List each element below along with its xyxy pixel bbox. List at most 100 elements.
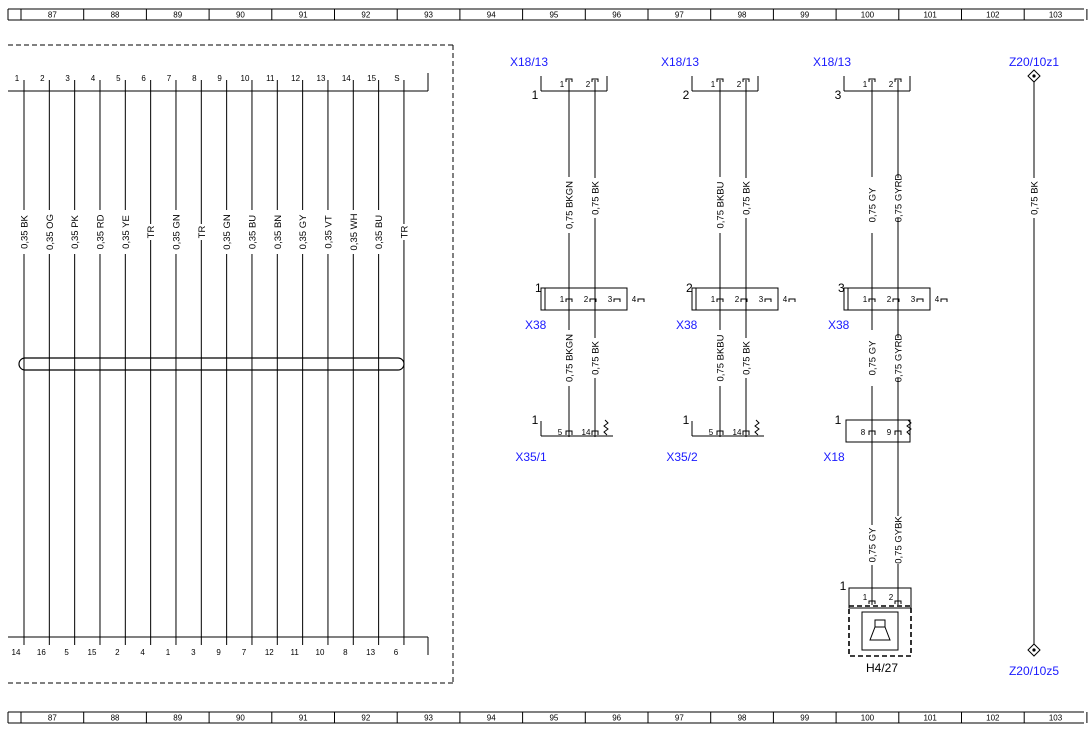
spring-terminal-icon <box>906 419 912 436</box>
top-connector-number: 2 <box>683 88 690 102</box>
label-gap <box>866 177 878 233</box>
label-gap <box>589 338 601 378</box>
pin-socket-icon <box>716 430 724 435</box>
harness-bottom-pin: 10 <box>316 648 325 657</box>
pin-socket-icon <box>868 600 876 604</box>
label-gap <box>43 210 56 254</box>
mid-pin-label: 3 <box>911 295 916 304</box>
upper-wire-label: 0,75 BKBU <box>716 181 727 228</box>
upper-wire-label: 0,75 GY <box>868 187 879 223</box>
mid-pin-label: 4 <box>935 295 940 304</box>
pin-socket-icon <box>637 298 645 302</box>
lower-wire-label-group: 0,75 GYRD <box>894 334 905 383</box>
top-pin-label: 2 <box>586 80 591 89</box>
harness-bottom-pin: 3 <box>191 648 196 657</box>
ground-wire-label: 0,75 BK <box>1030 180 1041 214</box>
upper-wire-label-group: 0,75 BKGN <box>565 181 576 229</box>
grid-bottom-column-label: 93 <box>424 714 433 723</box>
speaker-wire-label-group: 0,75 GY <box>868 527 879 563</box>
mid-connector-number: 1 <box>535 281 542 295</box>
harness-wire-label-group: 0,35 BU <box>374 215 385 249</box>
bottom-pin-label: 8 <box>861 428 866 437</box>
grid-bottom-column-label: 103 <box>1049 714 1063 723</box>
harness-bottom-pin: 8 <box>343 648 348 657</box>
harness-wire-label: 0,35 GN <box>171 214 182 250</box>
harness-bottom-pin: 12 <box>265 648 274 657</box>
mid-connector-number: 3 <box>838 281 845 295</box>
grid-top-column-label: 92 <box>361 11 370 20</box>
label-gap <box>245 210 258 254</box>
bottom-connector-box <box>845 419 911 443</box>
label-gap <box>119 210 132 254</box>
label-gap <box>563 330 575 386</box>
speaker-symbol-box <box>861 611 899 651</box>
upper-wire-label: 0,75 BKGN <box>565 181 576 229</box>
grid-bottom-column-label: 96 <box>612 714 621 723</box>
bottom-pin-label: 14 <box>582 428 591 437</box>
top-pin-label: 2 <box>737 80 742 89</box>
harness-wire-label: 0,35 RD <box>95 214 106 249</box>
grid-top-column-label: 101 <box>923 11 937 20</box>
top-connector-label: X18/13 <box>813 55 851 69</box>
mid-pin-label: 3 <box>759 295 764 304</box>
label-gap <box>372 210 385 254</box>
upper-wire-label-group: 0,75 GY <box>868 187 879 223</box>
speaker-icon <box>869 619 891 641</box>
bottom-pin-label: 5 <box>709 428 714 437</box>
pin-socket-icon <box>894 78 902 82</box>
lower-wire-label: 0,75 BKGN <box>565 334 576 382</box>
harness-wire-label-group: 0,35 BK <box>20 214 31 248</box>
mid-connector-box <box>691 287 779 311</box>
bottom-connector-label: X18 <box>823 450 845 464</box>
lower-wire-label: 0,75 GYRD <box>894 334 905 383</box>
top-pin-label: 1 <box>711 80 716 89</box>
label-gap <box>93 210 106 254</box>
lower-wire-label: 0,75 BKBU <box>716 334 727 381</box>
mid-connector-box <box>843 287 931 311</box>
pin-socket-icon <box>742 430 750 435</box>
harness-bottom-pin: 5 <box>64 648 69 657</box>
upper-wire-label: 0,75 GYRD <box>894 174 905 223</box>
mid-pin-label: 2 <box>887 295 892 304</box>
harness-wire-label: 0,35 YE <box>121 215 132 249</box>
grid-top-column-label: 87 <box>48 11 57 20</box>
label-gap <box>296 210 309 254</box>
harness-wire-label: 0,35 GY <box>298 214 309 250</box>
label-gap <box>347 210 360 254</box>
harness-wire-label-group: TR <box>197 226 208 239</box>
wire-end-mask <box>716 437 750 447</box>
grid-top-column-label: 91 <box>299 11 308 20</box>
harness-wire-label: TR <box>399 226 410 239</box>
harness-wire-label: 0,35 OG <box>45 214 56 250</box>
harness-bottom-pin: 16 <box>37 648 46 657</box>
pin-socket-icon <box>788 298 796 302</box>
label-gap <box>68 210 81 254</box>
mid-connector-number: 2 <box>686 281 693 295</box>
grid-bottom-column-label: 91 <box>299 714 308 723</box>
lower-wire-label-group: 0,75 BK <box>591 340 602 374</box>
grid-top-column-label: 95 <box>549 11 558 20</box>
harness-wire-label-group: 0,35 GY <box>298 214 309 250</box>
bottom-connector-number: 1 <box>683 413 690 427</box>
mid-pin-label: 1 <box>863 295 868 304</box>
harness-bottom-pin: 1 <box>166 648 171 657</box>
grid-bottom-column-label: 90 <box>236 714 245 723</box>
bottom-pin-label: 5 <box>558 428 563 437</box>
harness-wire-label-group: 0,35 GN <box>222 214 233 250</box>
pin-socket-icon <box>565 430 573 435</box>
harness-bottom-pin: 11 <box>290 648 299 657</box>
label-gap <box>892 338 904 378</box>
harness-top-pin: 14 <box>342 74 351 83</box>
grid-bottom-column-label: 101 <box>923 714 937 723</box>
upper-wire-label: 0,75 BK <box>591 180 602 214</box>
label-gap <box>866 330 878 386</box>
grid-top-column-label: 96 <box>612 11 621 20</box>
pin-socket-icon <box>764 298 772 302</box>
pin-socket-icon <box>940 298 948 302</box>
grid-top-column-label: 103 <box>1049 11 1063 20</box>
top-connector-number: 3 <box>835 88 842 102</box>
harness-bottom-pin: 14 <box>12 648 21 657</box>
